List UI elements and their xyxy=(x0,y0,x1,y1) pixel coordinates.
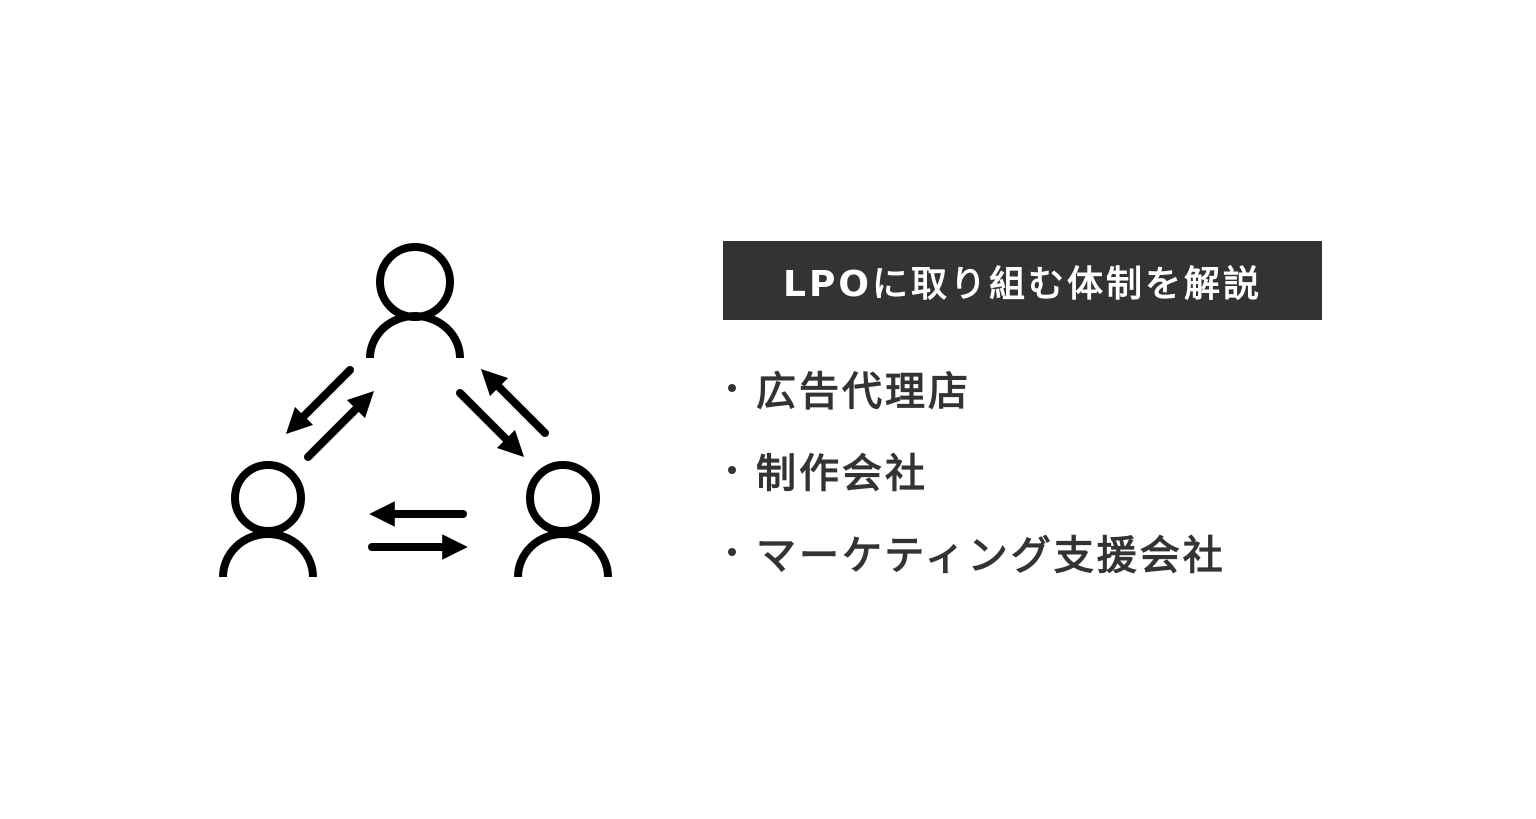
person-top-icon xyxy=(366,243,464,359)
arrows-icon xyxy=(285,366,549,560)
list-item: マーケティング支援会社 xyxy=(728,527,1226,579)
bullet-icon xyxy=(728,384,736,392)
title-banner: LPOに取り組む体制を解説 xyxy=(723,241,1322,320)
list-item-label: 広告代理店 xyxy=(756,369,971,415)
bullet-icon xyxy=(728,466,736,474)
bullet-icon xyxy=(728,548,736,556)
list-item: 制作会社 xyxy=(728,445,928,497)
list-item-label: 制作会社 xyxy=(756,451,928,497)
person-left-icon xyxy=(219,461,317,578)
person-right-icon xyxy=(514,461,612,578)
list-item-label: マーケティング支援会社 xyxy=(756,533,1226,579)
title-text: LPOに取り組む体制を解説 xyxy=(783,263,1262,305)
list-item: 広告代理店 xyxy=(728,363,971,415)
